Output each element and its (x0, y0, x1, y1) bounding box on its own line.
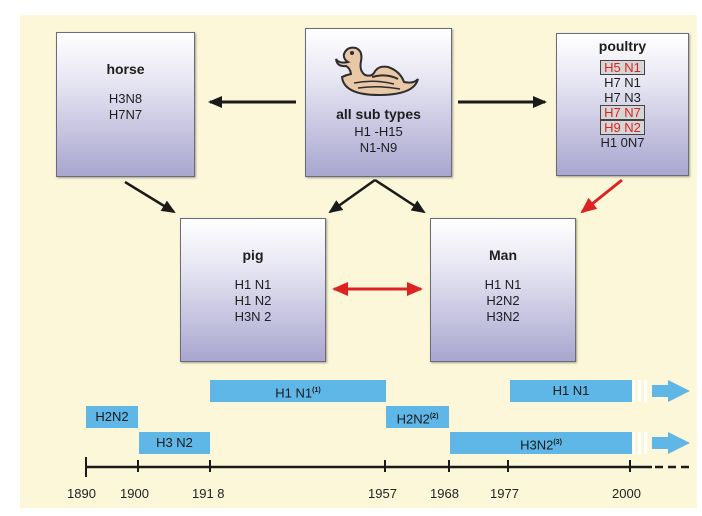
bar-label: H1 N1 (552, 383, 590, 398)
timeline-tick-label: 1977 (490, 486, 519, 501)
host-title-man: Man (489, 247, 517, 263)
timeline-bar: H3 N2 (139, 432, 210, 454)
bar-h3n2-continuation-arrow (632, 432, 690, 454)
host-title-pig: pig (242, 247, 264, 263)
bar-label: H2N2 (396, 411, 430, 427)
timeline-tick-label: 191 8 (192, 486, 225, 501)
host-subtype: H1 0N7 (600, 135, 645, 150)
host-subtype: H1 N2 (234, 293, 272, 308)
host-subtype: H1 N1 (234, 277, 272, 292)
timeline-bar: H2N2(2) (386, 406, 449, 428)
bar-h1n1-continuation-arrow (632, 380, 690, 402)
host-subtype: N1-N9 (359, 140, 398, 155)
duck-icon (334, 46, 419, 97)
bar-label: H2N2 (95, 409, 129, 424)
arrow-birds-to-man (374, 178, 426, 214)
host-box-horse: horse H3N8 H7N7 (56, 32, 195, 177)
timeline-tick-label: 2000 (612, 486, 641, 501)
host-subtype: H7 N3 (604, 90, 641, 105)
timeline-tick-label: 1900 (120, 486, 149, 501)
host-subtype: H3N2 (486, 309, 520, 324)
host-box-birds: all sub types H1 -H15 N1-N9 (305, 28, 452, 177)
timeline-tick-label: 1957 (368, 486, 397, 501)
timeline-bar: H1 N1 (510, 380, 632, 402)
arrow-horse-to-pig (124, 180, 176, 214)
host-subtype: H3N 2 (234, 309, 272, 324)
timeline-tick-label: 1968 (430, 486, 459, 501)
host-subtype: H1 -H15 (354, 124, 403, 139)
timeline-bar: H2N2 (86, 406, 138, 428)
arrow-poultry-to-man (580, 178, 623, 214)
host-subtype: H1 N1 (484, 277, 522, 292)
host-box-poultry: poultry H5 N1 H7 N1 H7 N3 H7 N7 H9 N2 H1… (556, 33, 689, 176)
bar-label: H1 N1 (275, 385, 313, 401)
timeline-tick-label: 1890 (67, 486, 96, 501)
host-title-horse: horse (106, 61, 145, 77)
bar-note: (1) (312, 387, 321, 394)
host-title-poultry: poultry (598, 38, 647, 54)
timeline-bar: H1 N1(1) (210, 380, 386, 402)
bar-note: (2) (429, 413, 439, 420)
host-subtype-highlighted: H7 N7 (600, 105, 645, 120)
timeline-bar: H3N2(3) (450, 432, 632, 454)
host-title-birds: all sub types (336, 106, 421, 122)
host-subtype: H7N7 (108, 107, 143, 122)
arrow-birds-to-pig (328, 178, 376, 214)
host-subtype: H3N8 (108, 91, 143, 106)
host-subtype-highlighted: H9 N2 (600, 120, 645, 135)
host-subtype: H7 N1 (604, 75, 641, 90)
host-subtype: H2N2 (486, 293, 520, 308)
bar-label: H3N2 (520, 437, 554, 453)
host-box-man: Man H1 N1 H2N2 H3N2 (430, 218, 576, 362)
bar-note: (3) (553, 439, 562, 446)
bar-label: H3 N2 (156, 435, 193, 450)
host-subtype-highlighted: H5 N1 (600, 60, 645, 75)
host-box-pig: pig H1 N1 H1 N2 H3N 2 (180, 218, 326, 362)
